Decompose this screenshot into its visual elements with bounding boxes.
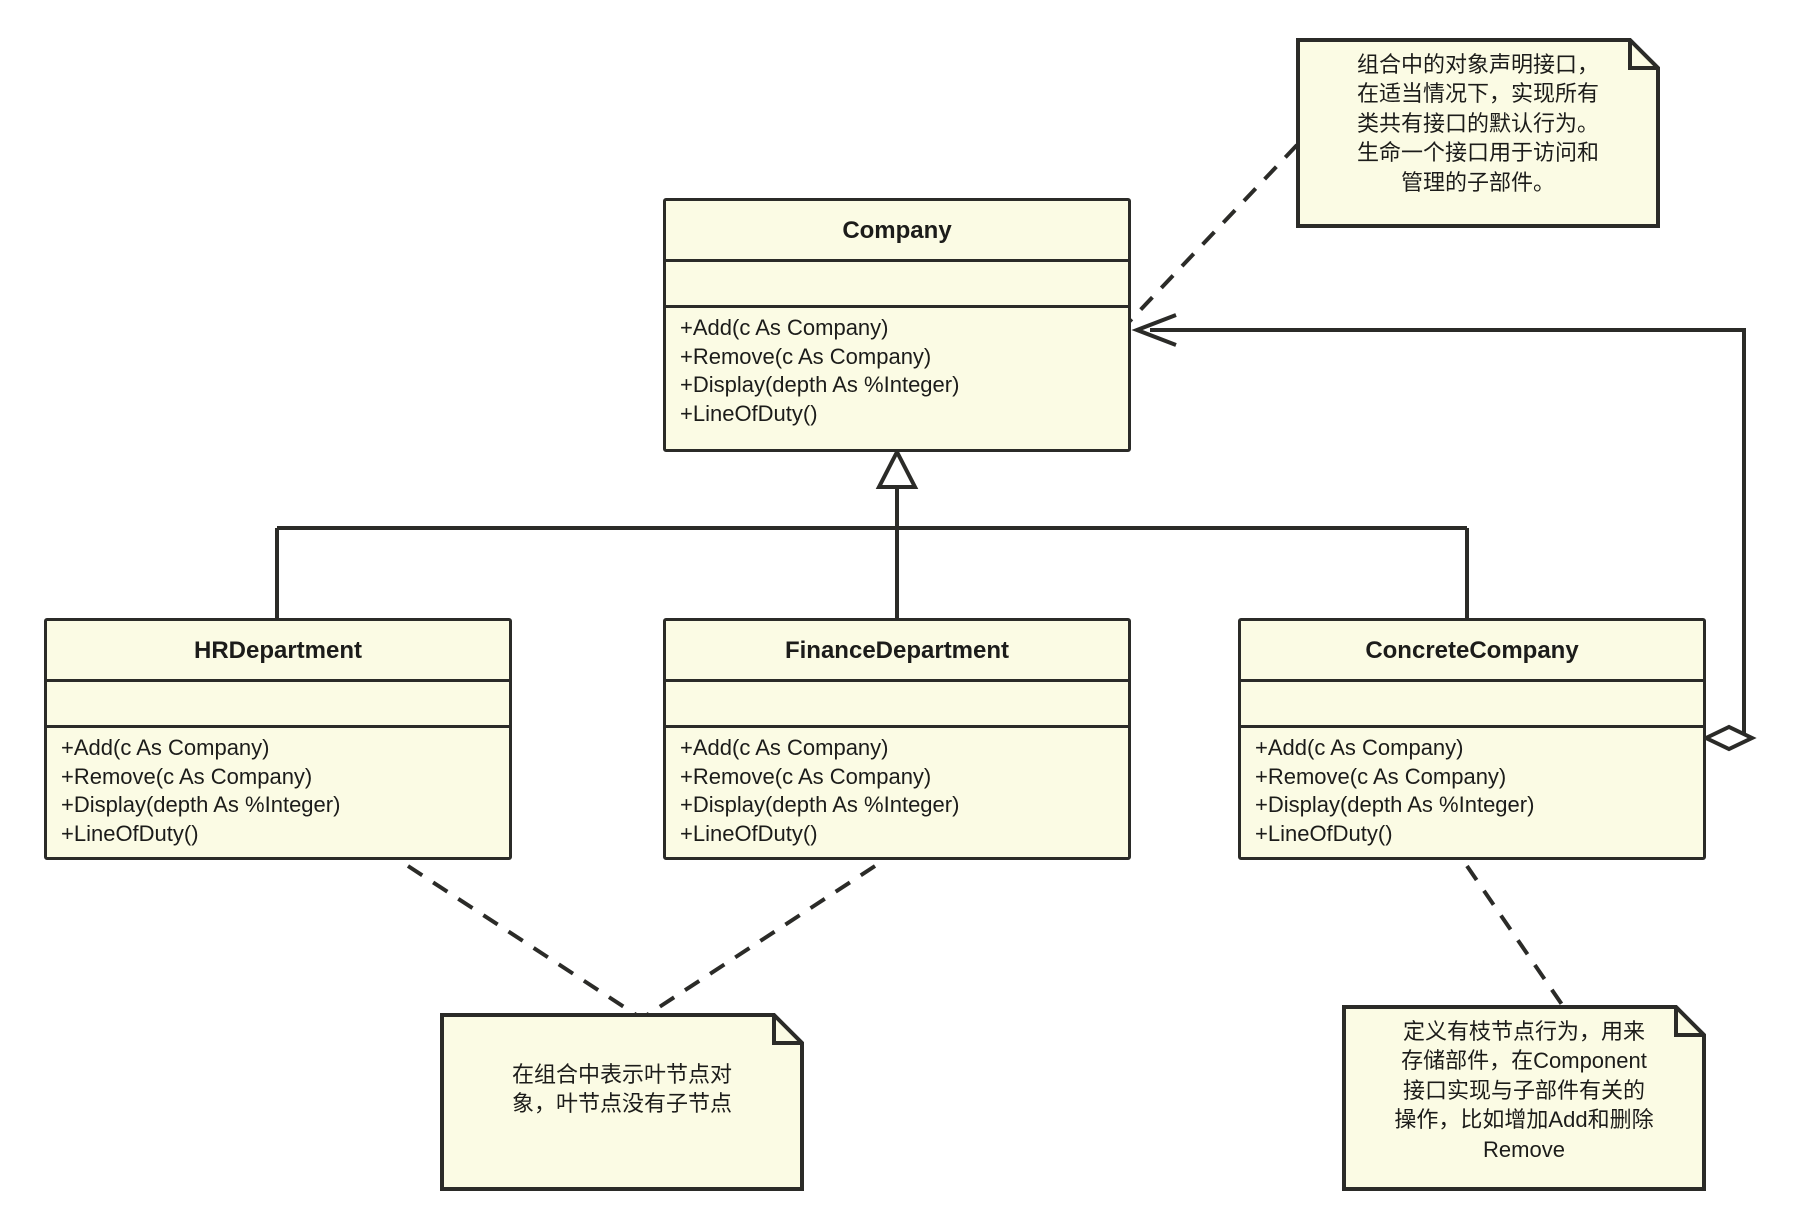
class-name-financedepartment: FinanceDepartment [666, 621, 1128, 682]
uml-class-financedepartment[interactable]: FinanceDepartment +Add(c As Company) +Re… [663, 618, 1131, 860]
operation-item: +Remove(c As Company) [61, 763, 313, 789]
aggregation-diamond [1701, 724, 1757, 752]
operation-item: +LineOfDuty() [61, 820, 199, 846]
note-text-leaf: 在组合中表示叶节点对 象，叶节点没有子节点 [511, 1062, 732, 1117]
class-attributes-hrdepartment [47, 682, 509, 728]
class-name-hrdepartment: HRDepartment [47, 621, 509, 682]
operation-item: +Display(depth As %Integer) [680, 792, 960, 818]
operation-item: +Remove(c As Company) [1255, 763, 1507, 789]
class-attributes-company [666, 262, 1128, 308]
operation-item: +Display(depth As %Integer) [1255, 792, 1535, 818]
operation-item: +Display(depth As %Integer) [61, 792, 341, 818]
uml-note-composite[interactable]: 定义有枝节点行为，用来 存储部件，在Component 接口实现与子部件有关的 … [1342, 1005, 1706, 1191]
aggregation-arrowhead [1131, 313, 1177, 347]
operation-item: +Add(c As Company) [61, 735, 270, 760]
uml-note-leaf[interactable]: 在组合中表示叶节点对 象，叶节点没有子节点 [440, 1013, 804, 1191]
operation-item: +Add(c As Company) [680, 735, 889, 760]
note-text-component: 组合中的对象声明接口， 在适当情况下，实现所有 类共有接口的默认行为。 生命一个… [1356, 52, 1599, 195]
class-operations-company: +Add(c As Company) +Remove(c As Company)… [666, 308, 1128, 434]
note-text-composite: 定义有枝节点行为，用来 存储部件，在Component 接口实现与子部件有关的 … [1394, 1019, 1654, 1162]
note-link-composite [1465, 864, 1565, 1008]
class-attributes-concretecompany [1241, 682, 1703, 728]
uml-class-hrdepartment[interactable]: HRDepartment +Add(c As Company) +Remove(… [44, 618, 512, 860]
operation-item: +Display(depth As %Integer) [680, 372, 960, 398]
class-operations-financedepartment: +Add(c As Company) +Remove(c As Company)… [666, 728, 1128, 854]
note-link-leaf-hr [406, 864, 643, 1020]
operation-item: +Add(c As Company) [680, 315, 889, 340]
operation-item: +LineOfDuty() [680, 400, 818, 426]
operation-item: +Remove(c As Company) [680, 343, 932, 369]
note-link-component [1126, 143, 1299, 325]
class-operations-concretecompany: +Add(c As Company) +Remove(c As Company)… [1241, 728, 1703, 854]
class-attributes-financedepartment [666, 682, 1128, 728]
note-shape-composite [1342, 1005, 1706, 1191]
uml-note-component[interactable]: 组合中的对象声明接口， 在适当情况下，实现所有 类共有接口的默认行为。 生命一个… [1296, 38, 1660, 228]
generalization-edges [275, 455, 1469, 620]
class-name-concretecompany: ConcreteCompany [1241, 621, 1703, 682]
class-name-company: Company [666, 201, 1128, 262]
operation-item: +Add(c As Company) [1255, 735, 1464, 760]
uml-class-concretecompany[interactable]: ConcreteCompany +Add(c As Company) +Remo… [1238, 618, 1706, 860]
uml-class-company[interactable]: Company +Add(c As Company) +Remove(c As … [663, 198, 1131, 452]
class-operations-hrdepartment: +Add(c As Company) +Remove(c As Company)… [47, 728, 509, 854]
operation-item: +LineOfDuty() [680, 820, 818, 846]
note-link-leaf-finance [642, 864, 877, 1019]
operation-item: +LineOfDuty() [1255, 820, 1393, 846]
operation-item: +Remove(c As Company) [680, 763, 932, 789]
generalization-arrowhead [875, 447, 919, 489]
